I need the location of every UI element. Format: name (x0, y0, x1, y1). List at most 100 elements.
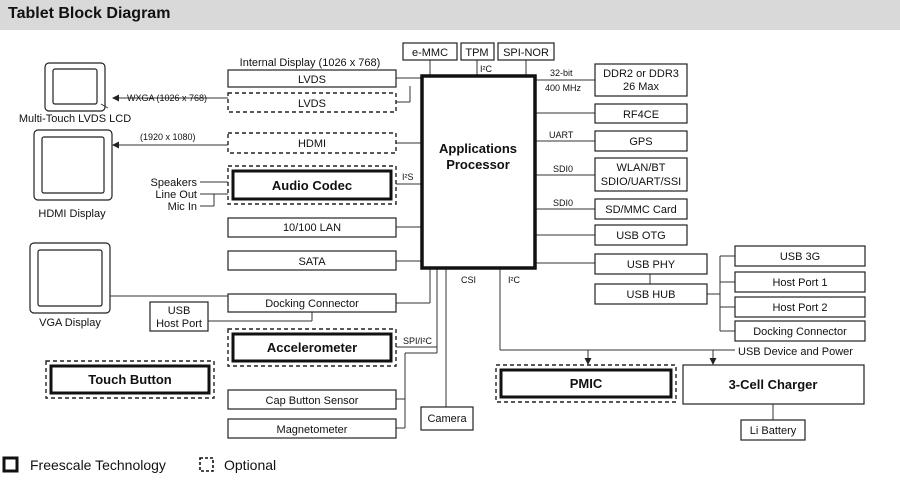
pmic-label: PMIC (570, 376, 603, 391)
pmic-block (499, 368, 673, 399)
freescale-legend-swatch (2, 456, 19, 473)
charger-block (682, 364, 865, 405)
usb-hub-label: USB HUB (627, 289, 676, 301)
rf4ce-label: RF4CE (623, 109, 659, 121)
magnetometer-label: Magnetometer (277, 424, 348, 436)
usb-host-label-2: Host Port (156, 318, 202, 330)
touch-button-label: Touch Button (88, 372, 172, 387)
bus-speed-label: 400 MHz (545, 83, 582, 93)
camera-label: Camera (427, 413, 467, 425)
page-title: Tablet Block Diagram (8, 5, 171, 22)
cap-button-sensor-block (227, 389, 397, 410)
sdio-label-1: SDI0 (553, 164, 573, 174)
connector-lines (110, 59, 774, 429)
cap-button-sensor-label: Cap Button Sensor (266, 395, 359, 407)
host-port-2-label: Host Port 2 (772, 302, 827, 314)
wxga-label: WXGA (1026 x 768) (127, 93, 207, 103)
line-out-label: Line Out (155, 189, 197, 201)
usb-3g-block (734, 245, 866, 267)
gps-block (594, 130, 688, 152)
host-port-2-block (734, 296, 866, 318)
sd-mmc-card-label: SD/MMC Card (605, 204, 677, 216)
csi-label: CSI (461, 275, 476, 285)
uart-label: UART (549, 130, 574, 140)
emmc-label: e-MMC (412, 47, 448, 59)
i2c-bottom-label: I²C (508, 275, 520, 285)
vga-display-monitor-icon (29, 242, 111, 314)
optional-legend-label: Optional (224, 457, 276, 473)
magnetometer-block (227, 418, 397, 439)
wlan-label-2: SDIO/UART/SSI (601, 176, 681, 188)
camera-block (420, 406, 474, 431)
tpm-label: TPM (465, 47, 488, 59)
docking-connector-label: Docking Connector (265, 298, 359, 310)
internal-display-label: Internal Display (1026 x 768) (240, 57, 381, 69)
docking-connector-right-label: Docking Connector (753, 326, 847, 338)
usb-host-port-block (149, 301, 209, 332)
usb-device-power-label: USB Device and Power (738, 346, 853, 358)
accelerometer-label: Accelerometer (267, 340, 357, 355)
lan-label: 10/100 LAN (283, 222, 341, 234)
vga-display-label: VGA Display (39, 317, 101, 329)
lvds-lcd-monitor-icon (44, 62, 109, 112)
sata-label: SATA (298, 256, 326, 268)
i2s-label: I²S (402, 172, 414, 182)
spi-nor-block (497, 42, 555, 61)
spi-i2c-label: SPI/I²C (403, 336, 433, 346)
docking-connector-right-block (734, 320, 866, 342)
applications-processor-block (420, 74, 537, 270)
mic-in-label: Mic In (168, 201, 197, 213)
processor-label-2: Processor (446, 157, 510, 172)
rf4ce-block (594, 103, 688, 124)
docking-connector-block (227, 293, 397, 313)
tpm-block (460, 42, 495, 61)
speakers-label: Speakers (151, 177, 198, 189)
hdmi-block-optional (227, 132, 397, 154)
ddr-label-1: DDR2 or DDR3 (603, 68, 679, 80)
accelerometer-block (231, 332, 393, 363)
sdio-label-2: SDI0 (553, 198, 573, 208)
charger-label: 3-Cell Charger (729, 377, 818, 392)
lvds-lcd-label: Multi-Touch LVDS LCD (19, 113, 131, 125)
bus-width-label: 32-bit (550, 68, 573, 78)
ddr-memory-block (594, 63, 688, 97)
lvds-block-1 (227, 69, 397, 88)
host-port-1-block (734, 271, 866, 293)
touch-button-block (49, 364, 211, 395)
hdmi-label: HDMI (298, 138, 326, 150)
emmc-block (402, 42, 458, 61)
usb-hub-block (594, 283, 708, 305)
li-battery-block (740, 419, 806, 441)
legend: Freescale Technology Optional (2, 456, 276, 473)
usb-otg-label: USB OTG (616, 230, 666, 242)
usb-3g-label: USB 3G (780, 251, 820, 263)
wlan-bt-block (594, 157, 688, 192)
usb-phy-block (594, 253, 708, 275)
hdmi-display-label: HDMI Display (38, 208, 106, 220)
freescale-legend-label: Freescale Technology (30, 457, 166, 473)
audio-codec-block (231, 169, 393, 201)
lan-block (227, 217, 397, 238)
li-battery-label: Li Battery (750, 425, 797, 437)
gps-label: GPS (629, 136, 652, 148)
usb-host-label-1: USB (168, 305, 191, 317)
sata-block (227, 250, 397, 271)
wlan-label-1: WLAN/BT (617, 162, 666, 174)
ddr-label-2: 26 Max (623, 81, 660, 93)
audio-codec-label: Audio Codec (272, 178, 352, 193)
hdmi-display-monitor-icon (33, 129, 113, 201)
sd-mmc-card-block (594, 198, 688, 220)
optional-legend-swatch (199, 457, 214, 472)
usb-otg-block (594, 224, 688, 246)
processor-label-1: Applications (439, 141, 517, 156)
i2c-top-label: I²C (480, 64, 492, 74)
usb-phy-label: USB PHY (627, 259, 676, 271)
host-port-1-label: Host Port 1 (772, 277, 827, 289)
lvds-label-1: LVDS (298, 74, 326, 86)
lvds-label-2: LVDS (298, 98, 326, 110)
spi-nor-label: SPI-NOR (503, 47, 549, 59)
lvds-block-2-optional (227, 92, 397, 113)
header-bar: Tablet Block Diagram (0, 0, 900, 30)
hdmi-resolution-label: (1920 x 1080) (140, 132, 196, 142)
